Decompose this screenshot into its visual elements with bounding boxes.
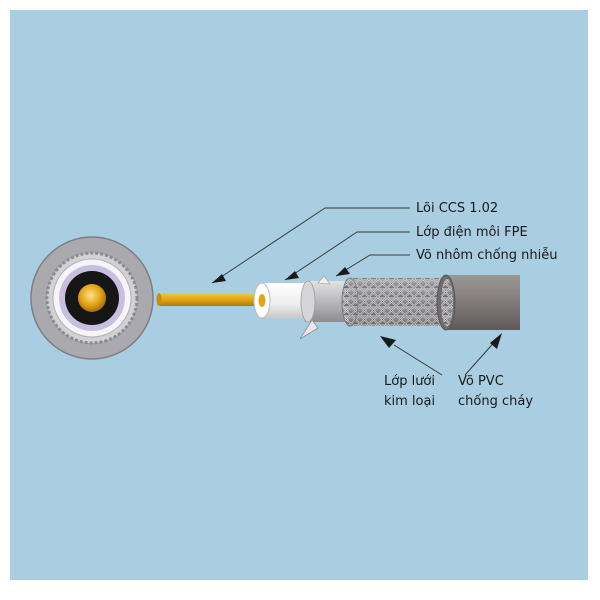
label-jacket-line1: Võ PVC bbox=[458, 374, 504, 389]
foil-layer bbox=[305, 281, 352, 322]
label-dielectric: Lớp điện môi FPE bbox=[416, 225, 528, 240]
label-foil: Võ nhôm chống nhiễu bbox=[416, 248, 558, 263]
arrow-icon bbox=[380, 336, 396, 348]
leader-lines bbox=[211, 207, 499, 376]
label-braid-line2: kim loại bbox=[384, 394, 435, 409]
label-braid-line1: Lớp lưới bbox=[384, 374, 435, 389]
cross-section-core bbox=[78, 284, 106, 312]
leader-dielectric bbox=[284, 231, 410, 281]
leader-core bbox=[211, 207, 410, 284]
foil-flap bbox=[299, 319, 319, 340]
arrow-icon bbox=[212, 274, 226, 283]
core-wire bbox=[158, 293, 258, 306]
leader-foil bbox=[335, 254, 410, 277]
jacket-layer bbox=[446, 275, 520, 330]
cross-section bbox=[30, 236, 154, 360]
arrow-icon bbox=[285, 271, 299, 280]
label-core: Lõi CCS 1.02 bbox=[416, 201, 498, 216]
label-jacket-line2: chống cháy bbox=[458, 394, 533, 409]
arrow-icon bbox=[336, 267, 350, 276]
arrow-icon bbox=[490, 333, 502, 349]
leader-braid bbox=[393, 344, 443, 376]
